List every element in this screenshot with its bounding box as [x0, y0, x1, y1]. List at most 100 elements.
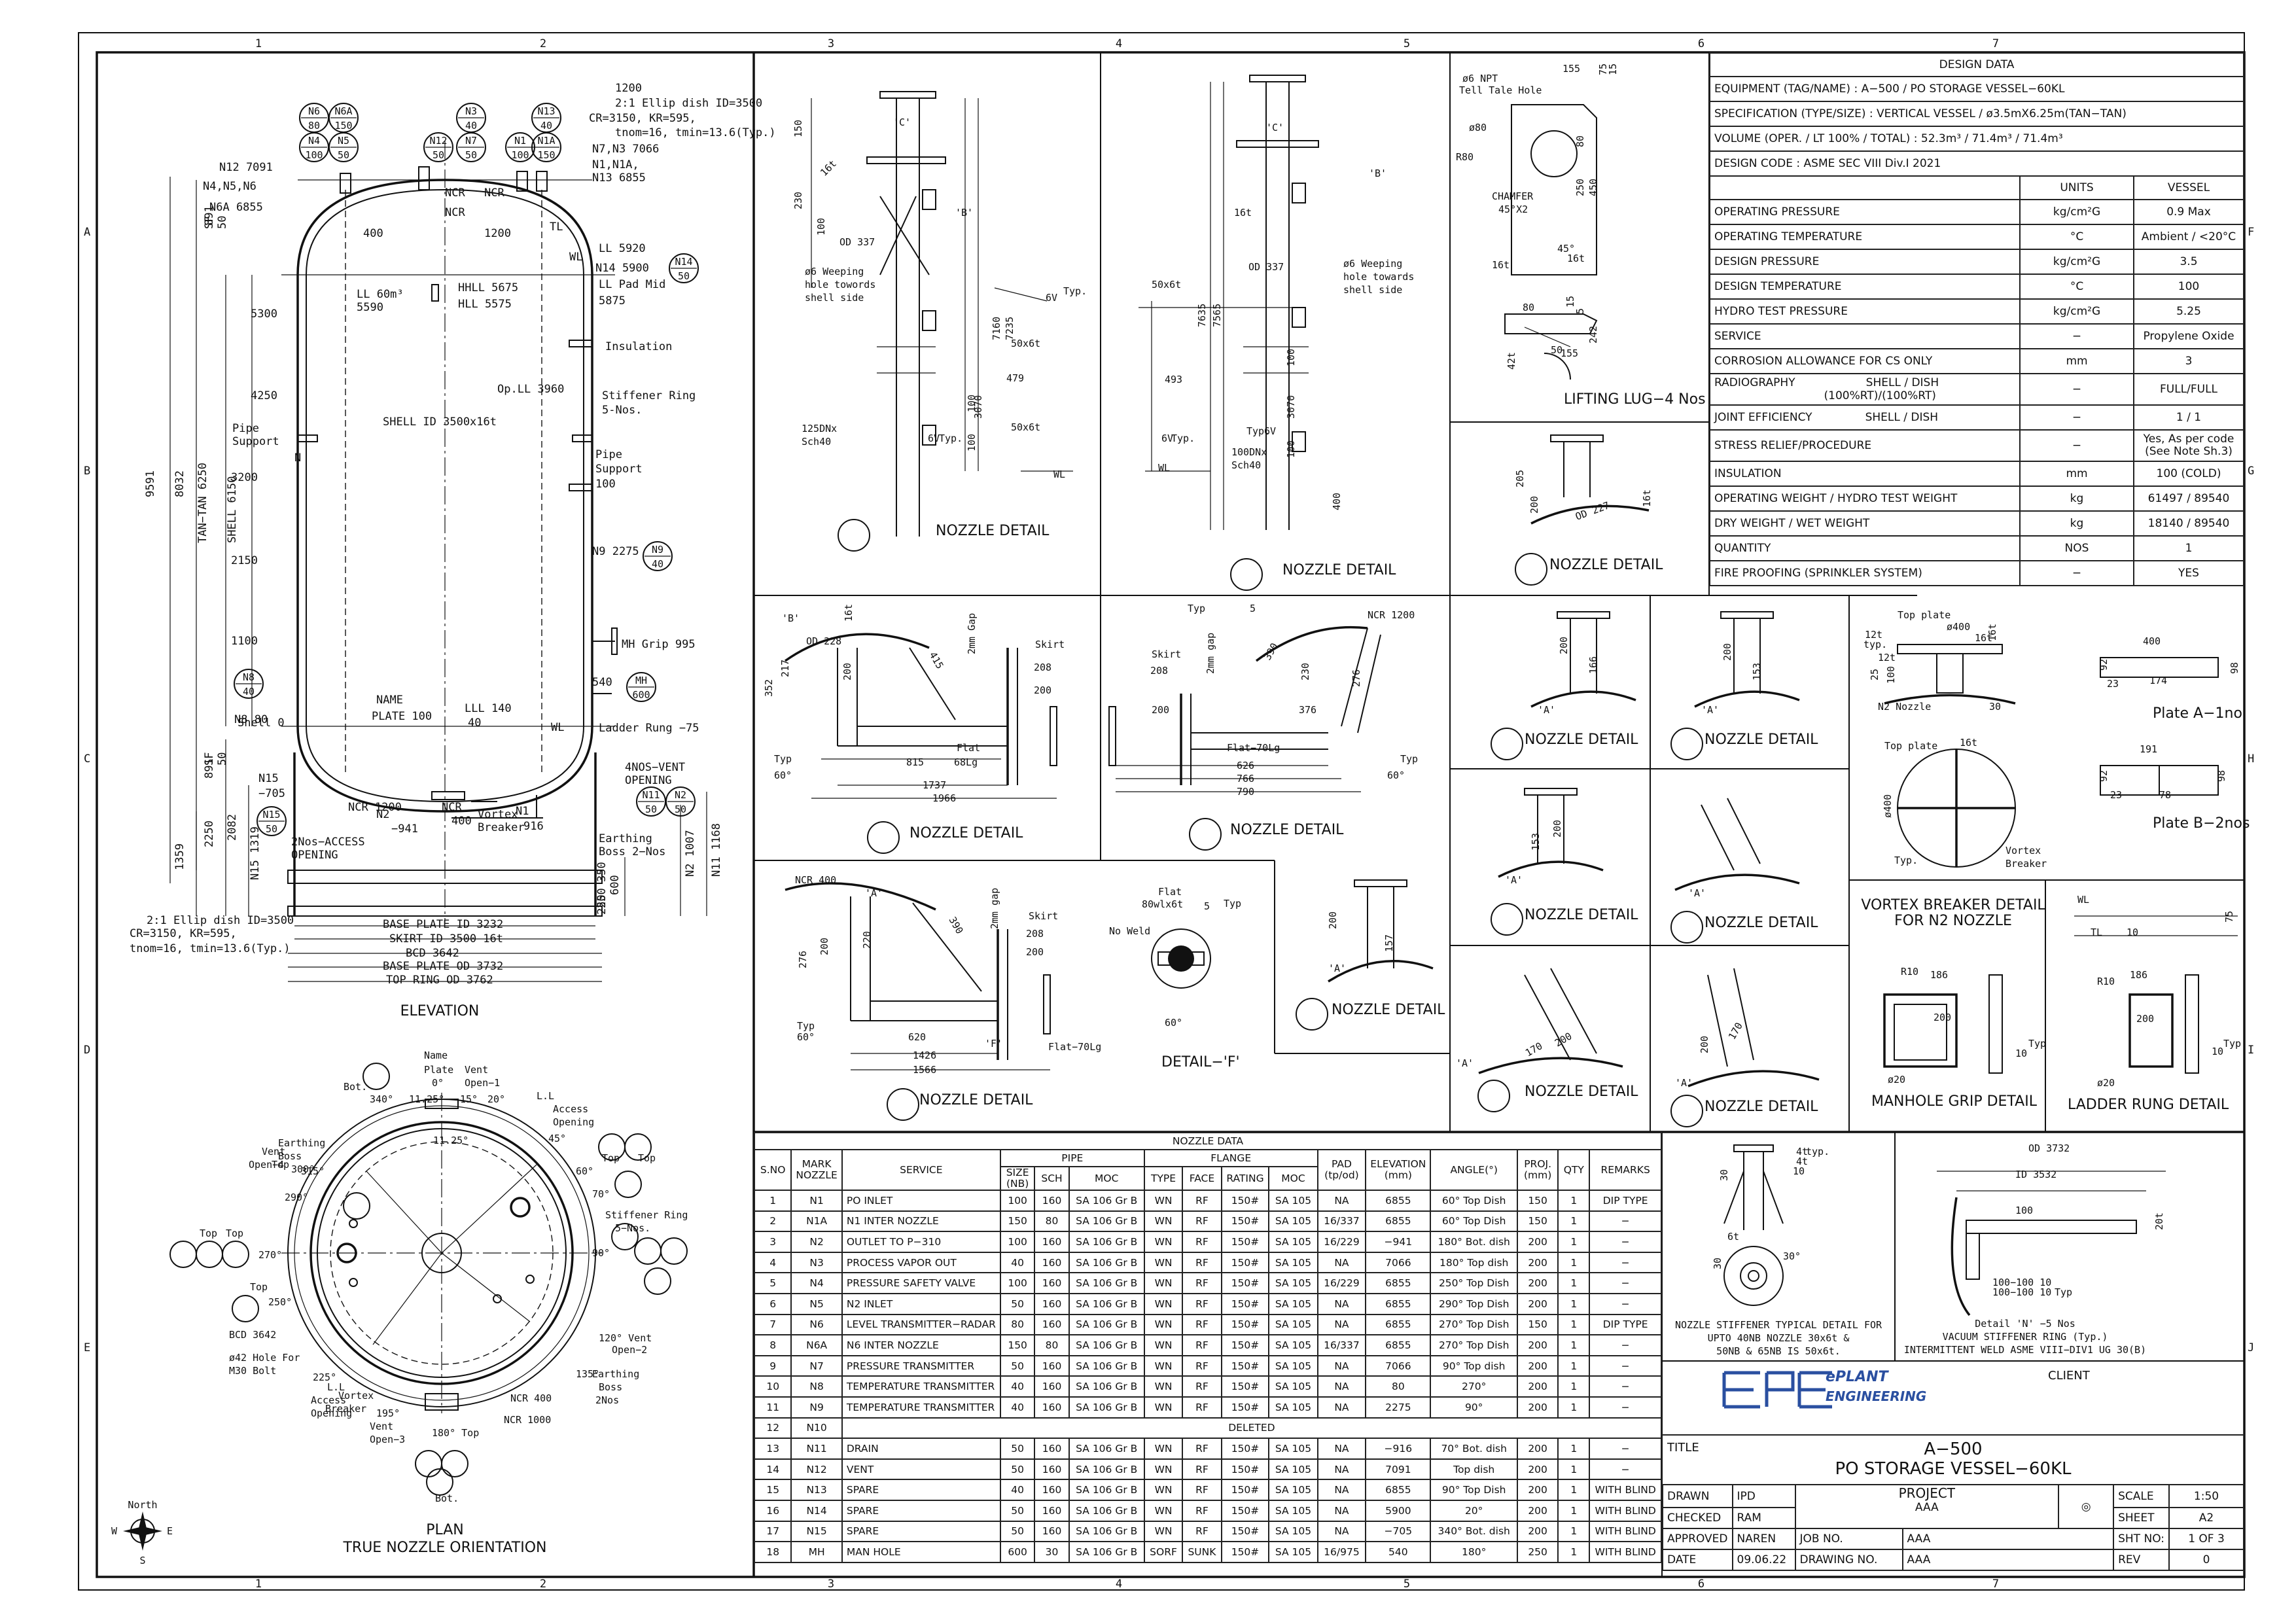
nozzle-size: 80	[308, 120, 320, 132]
detail-label: 78	[2159, 789, 2171, 801]
nozzle-cell: 150#	[1220, 1541, 1270, 1563]
plan-label: 340°	[370, 1093, 393, 1105]
detail-label: 16t	[818, 158, 839, 179]
elevation-label: N15	[258, 772, 279, 785]
detail-label: 7635	[1196, 304, 1208, 327]
grid-col-label: 5	[1404, 37, 1410, 50]
drawing-label: DRAWING NO.	[1794, 1549, 1903, 1571]
plan-label: Vent	[465, 1064, 488, 1076]
nozzle-tag-balloon	[1296, 998, 1328, 1031]
nozzle-cell: WN	[1143, 1190, 1184, 1212]
plan-label: 5−Nos.	[615, 1222, 650, 1234]
plan-label: 45°	[548, 1133, 566, 1144]
elevation-label: WL	[551, 721, 564, 734]
detail-label: 30	[1989, 701, 2001, 713]
design-value: YES	[2133, 560, 2244, 586]
elevation-label: 1100	[231, 635, 258, 648]
grid-col-label: 1	[255, 1578, 262, 1591]
checked-label: CHECKED	[1662, 1507, 1733, 1529]
nozzle-tag: N6A	[334, 105, 352, 117]
elevation-label: SKIRT ID 3500 16t	[389, 932, 503, 945]
elevation-label: Pipe	[232, 422, 259, 435]
plan-label: Access	[553, 1103, 588, 1115]
nozzle-balloon	[256, 806, 287, 836]
detail-label: 98	[2229, 662, 2240, 674]
company-logo	[1722, 1371, 1832, 1409]
nozzle-tag-balloon	[1477, 1080, 1510, 1112]
nozzle-cell: 5900	[1365, 1500, 1432, 1522]
nozzle-cell: RF	[1182, 1479, 1222, 1501]
nozzle-size: 50	[338, 149, 349, 161]
detail-label: 100	[1285, 349, 1297, 366]
detail-label: 15	[1564, 296, 1576, 308]
nozzle-tag: N6	[308, 105, 320, 117]
design-value: 3	[2133, 348, 2244, 374]
nozzle-cell: 200	[1516, 1396, 1559, 1419]
nozzle-tag: N15	[262, 809, 280, 821]
vacuum-dim: 20t	[2153, 1212, 2165, 1230]
nozzle-cell: 150#	[1220, 1210, 1270, 1233]
nozzle-cell: WN	[1143, 1500, 1184, 1522]
nozzle-cell: SORF	[1143, 1541, 1184, 1563]
nozzle-cell: RF	[1182, 1500, 1222, 1522]
dimension: TAN−TAN 6250	[196, 463, 209, 543]
detail-label: 415	[927, 650, 946, 671]
nozzle-cell: 6	[753, 1293, 792, 1315]
detail-label: 220	[861, 931, 873, 949]
elevation-label: NCR 1200	[348, 801, 402, 814]
nozzle-cell: 340° Bot. dish	[1430, 1520, 1518, 1543]
nozzle-cell: SA 105	[1268, 1438, 1318, 1460]
nozzle-cell: DRAIN	[841, 1438, 1001, 1460]
n3-nozzle-detail	[1328, 879, 1434, 983]
nozzle-cell: −	[1589, 1272, 1662, 1295]
nozzle-cell: 150#	[1220, 1500, 1270, 1522]
detail-label: 12t	[1878, 652, 1896, 663]
nozzle-balloon	[328, 132, 359, 162]
detail-label: 1966	[932, 792, 956, 804]
detail-label: 186	[1930, 969, 1948, 981]
plan-label: Earthing	[278, 1137, 325, 1149]
design-unit: kg	[2019, 485, 2134, 512]
nozzle-cell: 200	[1516, 1251, 1559, 1274]
vortex-breaker-detail	[1884, 644, 2219, 868]
nozzle-cell: PRESSURE TRANSMITTER	[841, 1354, 1001, 1377]
elevation-label: 5590	[357, 301, 383, 314]
elevation-label: N14 5900	[595, 262, 649, 275]
nozzle-cell: N11	[790, 1438, 843, 1460]
elevation-label: N9 2275	[592, 545, 639, 558]
nozzle-cell: 160	[1034, 1313, 1070, 1336]
nozzle-cell: 18	[753, 1541, 792, 1563]
plan-label: BCD 3642	[229, 1329, 276, 1341]
nozzle-tag: N13	[537, 105, 555, 117]
nozzle-cell: 6855	[1365, 1210, 1432, 1233]
lifting-lug-detail	[1504, 104, 1598, 380]
vacuum-note: Detail 'N' −5 Nos	[1975, 1318, 2075, 1330]
plan-label: 250°	[268, 1296, 292, 1308]
nozzle-cell: 6855	[1365, 1190, 1432, 1212]
nozzle-cell: 6855	[1365, 1293, 1432, 1315]
elevation-label: 40	[468, 716, 481, 730]
plan-subtitle: TRUE NOZZLE ORIENTATION	[342, 1540, 546, 1556]
detail-title: NOZZLE DETAIL	[1704, 732, 1818, 748]
nozzle-data-title: NOZZLE DATA	[754, 1132, 1662, 1150]
detail-label: 23	[2107, 678, 2119, 690]
nozzle-cell: NA	[1316, 1293, 1367, 1315]
detail-label: 2mm Gap	[966, 613, 978, 654]
elevation-label: Ladder Rung −75	[599, 722, 699, 735]
nozzle-cell: 7	[753, 1313, 792, 1336]
nozzle-cell: WITH BLIND	[1589, 1541, 1662, 1563]
nozzle-cell: 15	[753, 1479, 792, 1501]
detail-label: 3070	[1285, 395, 1297, 419]
detail-label: 5	[1250, 603, 1256, 614]
vacuum-note: INTERMITTENT WELD ASME VIII−DIV1 UG 30(B…	[1904, 1344, 2146, 1356]
detail-label: Typ	[774, 753, 792, 765]
detail-label: ø20	[1888, 1074, 1905, 1086]
